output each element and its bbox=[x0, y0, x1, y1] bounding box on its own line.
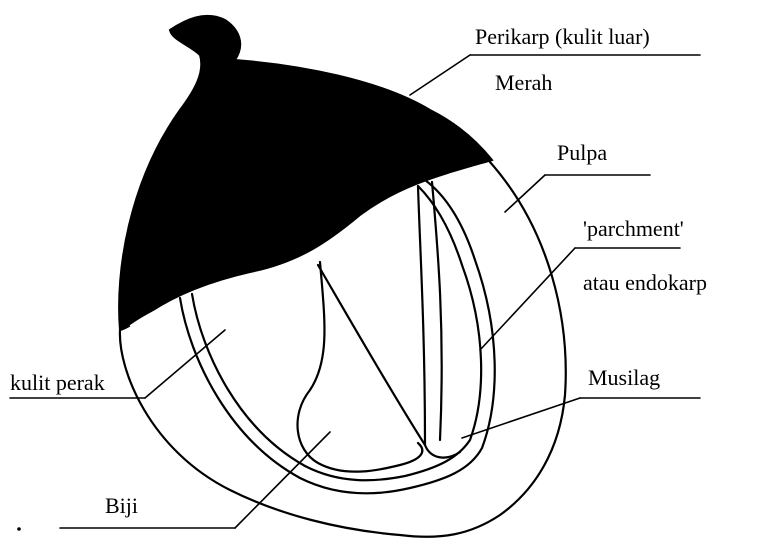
leader-biji bbox=[235, 432, 330, 528]
label-parchment: 'parchment' bbox=[583, 216, 684, 241]
label-pulpa: Pulpa bbox=[557, 140, 607, 165]
leader-perikarp bbox=[410, 55, 470, 95]
label-kulit-perak: kulit perak bbox=[10, 370, 105, 395]
leader-parchment bbox=[480, 248, 575, 350]
pericarp-black-cap bbox=[119, 16, 492, 330]
stray-dot bbox=[17, 527, 21, 531]
leader-pulpa bbox=[505, 175, 545, 212]
label-merah: Merah bbox=[495, 70, 552, 95]
bean-right-outline-2 bbox=[432, 182, 442, 440]
label-biji: Biji bbox=[105, 493, 138, 518]
label-perikarp: Perikarp (kulit luar) bbox=[475, 24, 650, 49]
bean-right-outline bbox=[418, 186, 460, 458]
label-musilag: Musilag bbox=[588, 365, 660, 390]
bean-left-outline bbox=[298, 262, 423, 472]
label-endokarp: atau endokarp bbox=[583, 270, 707, 295]
bean-center-line bbox=[318, 265, 425, 445]
